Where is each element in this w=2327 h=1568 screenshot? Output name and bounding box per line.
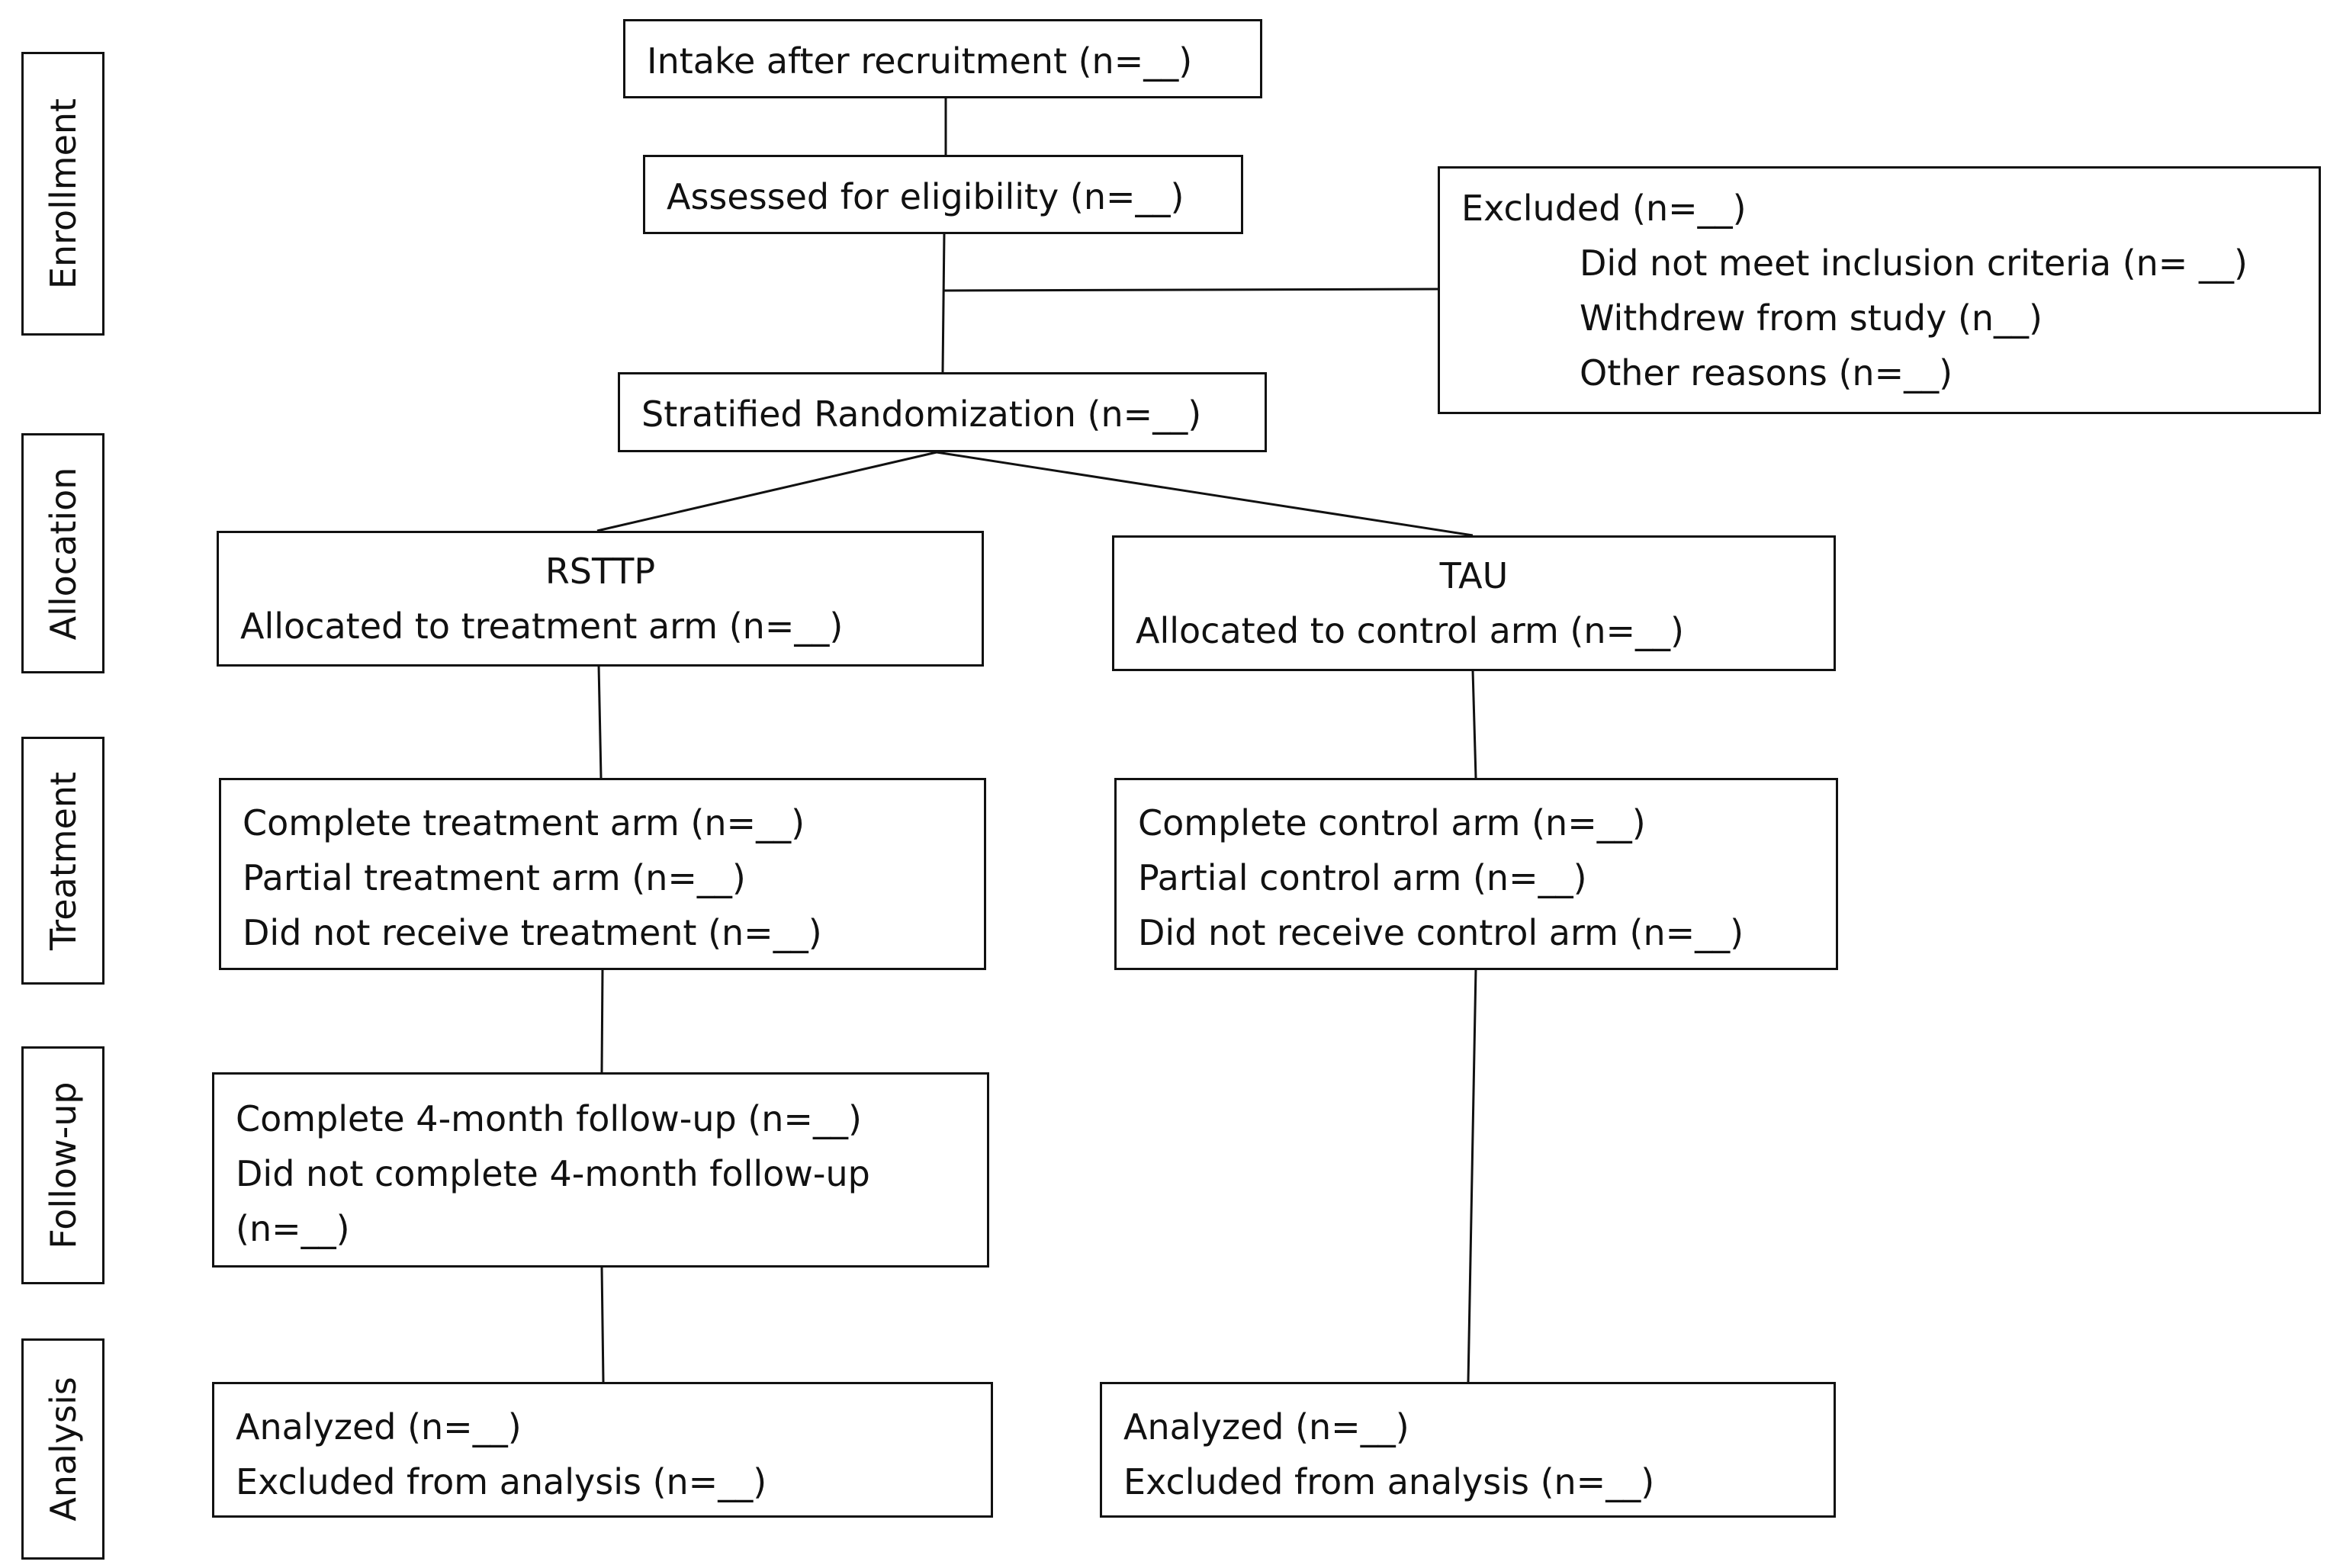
treatment-not-received-text: Did not receive treatment (n=__) (243, 912, 822, 953)
connector-eligibility-randomization (941, 232, 946, 373)
excluded-reason-withdrew: Withdrew from study (n__) (1580, 297, 2043, 339)
treatment-partial-text: Partial treatment arm (n=__) (243, 857, 746, 898)
eligibility-box: Assessed for eligibility (n=__) (643, 155, 1243, 234)
eligibility-text: Assessed for eligibility (n=__) (667, 176, 1184, 217)
treatment-analysis-box: Analyzed (n=__) Excluded from analysis (… (212, 1382, 993, 1518)
treatment-complete-text: Complete treatment arm (n=__) (243, 802, 805, 843)
control-allocation-text: Allocated to control arm (n=__) (1136, 610, 1684, 651)
connector-to-excluded (943, 288, 1440, 292)
treatment-excluded-analysis-text: Excluded from analysis (n=__) (236, 1461, 767, 1502)
stage-enrollment: Enrollment (21, 52, 104, 336)
followup-complete-text: Complete 4-month follow-up (n=__) (236, 1098, 862, 1139)
control-complete-text: Complete control arm (n=__) (1138, 802, 1646, 843)
control-outcome-box: Complete control arm (n=__) Partial cont… (1114, 778, 1838, 970)
control-not-received-text: Did not receive control arm (n=__) (1138, 912, 1744, 953)
control-analysis-box: Analyzed (n=__) Excluded from analysis (… (1100, 1382, 1836, 1518)
stage-allocation: Allocation (21, 433, 104, 673)
excluded-box: Excluded (n=__) Did not meet inclusion c… (1438, 166, 2321, 414)
stage-analysis-label: Analysis (42, 1377, 84, 1521)
intake-box: Intake after recruitment (n=__) (623, 19, 1262, 98)
excluded-reason-inclusion: Did not meet inclusion criteria (n= __) (1580, 243, 2248, 284)
treatment-outcome-box: Complete treatment arm (n=__) Partial tr… (219, 778, 986, 970)
control-excluded-analysis-text: Excluded from analysis (n=__) (1123, 1461, 1655, 1502)
control-analyzed-text: Analyzed (n=__) (1123, 1406, 1409, 1448)
stage-allocation-label: Allocation (42, 467, 84, 640)
connector-randomization-control-arm (936, 451, 1474, 537)
connector-control-allocation-to-treatment (1471, 670, 1477, 779)
stage-enrollment-label: Enrollment (42, 98, 84, 290)
excluded-reason-other: Other reasons (n=__) (1580, 352, 1953, 394)
connector-followup-to-analysis (600, 1265, 605, 1383)
connector-control-treatment-to-analysis (1467, 968, 1477, 1383)
stage-followup-label: Follow-up (42, 1081, 84, 1249)
intake-text: Intake after recruitment (n=__) (647, 40, 1193, 82)
connector-treatment-allocation-to-treatment (597, 664, 603, 779)
randomization-box: Stratified Randomization (n=__) (618, 372, 1267, 452)
treatment-allocation-title: RSTTP (545, 551, 656, 592)
stage-followup: Follow-up (21, 1046, 104, 1284)
excluded-title: Excluded (n=__) (1461, 188, 1747, 229)
stage-analysis: Analysis (21, 1338, 104, 1560)
connector-treatment-to-followup (600, 968, 604, 1073)
connector-randomization-treatment-arm (596, 451, 937, 532)
control-partial-text: Partial control arm (n=__) (1138, 857, 1587, 898)
stage-treatment-label: Treatment (42, 771, 84, 950)
followup-box: Complete 4-month follow-up (n=__) Did no… (212, 1072, 989, 1268)
treatment-allocation-text: Allocated to treatment arm (n=__) (240, 606, 844, 647)
treatment-allocation-box: RSTTP Allocated to treatment arm (n=__) (217, 531, 984, 667)
randomization-text: Stratified Randomization (n=__) (641, 394, 1202, 435)
treatment-analyzed-text: Analyzed (n=__) (236, 1406, 522, 1448)
followup-not-complete-count: (n=__) (236, 1208, 350, 1249)
control-allocation-title: TAU (1439, 555, 1509, 596)
followup-not-complete-text: Did not complete 4-month follow-up (236, 1153, 870, 1194)
stage-treatment: Treatment (21, 737, 104, 985)
control-allocation-box: TAU Allocated to control arm (n=__) (1112, 535, 1836, 671)
